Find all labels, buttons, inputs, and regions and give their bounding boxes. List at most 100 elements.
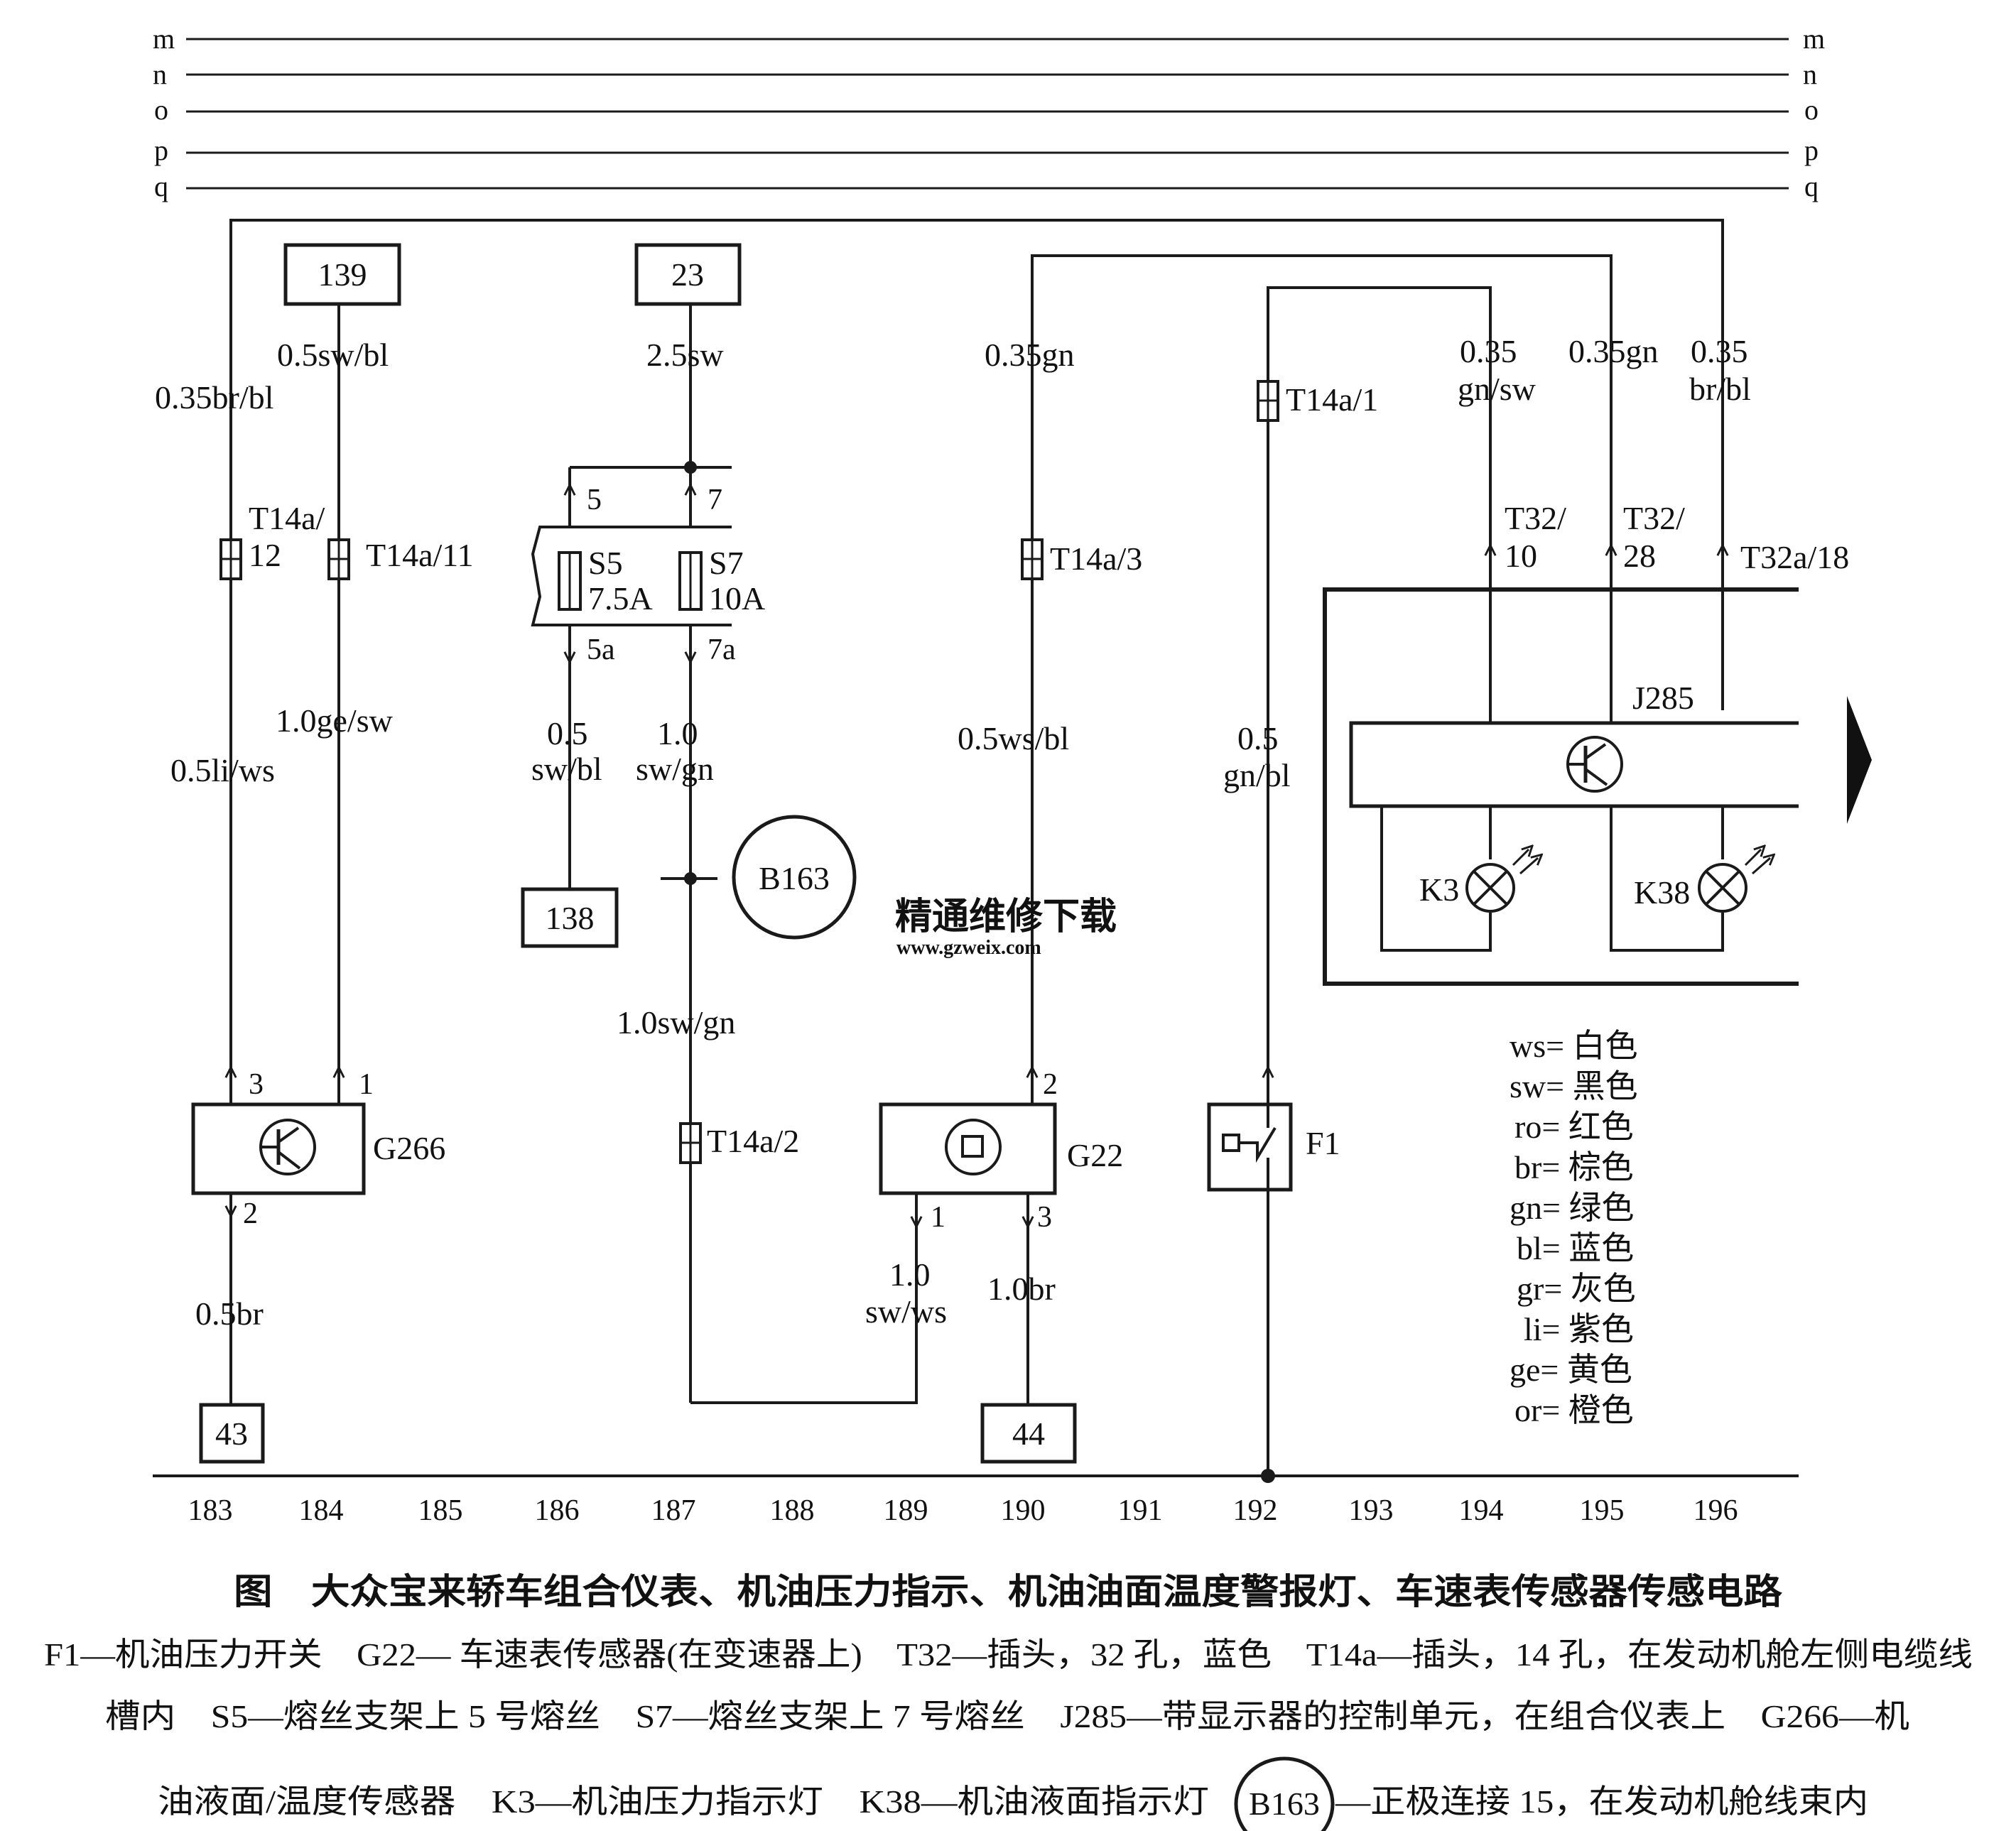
- svg-text:139: 139: [318, 256, 367, 293]
- wire-label: 0.5sw/bl: [277, 337, 389, 373]
- wire-label: 1.0ge/sw: [276, 702, 394, 739]
- svg-text:187: 187: [651, 1494, 696, 1527]
- connector-label: 10: [1505, 538, 1537, 574]
- legend-entry: li= 紫色: [1524, 1311, 1634, 1347]
- svg-text:195: 195: [1580, 1494, 1625, 1527]
- svg-text:183: 183: [188, 1494, 233, 1527]
- b163-caption-circle: [1234, 1756, 1335, 1831]
- svg-text:190: 190: [1001, 1494, 1046, 1527]
- g266-label: G266: [373, 1130, 445, 1166]
- wires: [153, 219, 1799, 1477]
- fuse-pin-5a: 5a: [587, 634, 615, 666]
- switch-icon: [1239, 1126, 1277, 1163]
- pin-label: 3: [1037, 1201, 1052, 1234]
- f1-oil-pressure-switch: F1: [1207, 1102, 1340, 1192]
- wire-label: br/bl: [1689, 371, 1751, 407]
- terminal-43: 43: [199, 1403, 265, 1464]
- fuse-pin-5: 5: [587, 484, 602, 516]
- watermark-url: www.gzweix.com: [896, 937, 1041, 959]
- pin-label: 1: [931, 1201, 945, 1234]
- k38-lamp-icon: [1698, 849, 1770, 913]
- rail-label-m-right: m: [1803, 23, 1825, 55]
- fuse-s5-rating: 7.5A: [588, 580, 653, 616]
- svg-text:191: 191: [1118, 1494, 1163, 1527]
- fuse-pin-7a: 7a: [708, 634, 736, 666]
- legend-entry: gn= 绿色: [1510, 1190, 1634, 1226]
- connector-label: T14a/11: [366, 537, 474, 573]
- caption-b163: B163: [1249, 1786, 1320, 1822]
- connector-label: 28: [1623, 538, 1656, 574]
- fuse-s7-rating: 10A: [709, 580, 765, 616]
- rail-label-n-right: n: [1803, 58, 1817, 90]
- connector-label: T14a/: [249, 500, 325, 536]
- k38-label: K38: [1634, 874, 1690, 911]
- terminal-138: 138: [521, 887, 619, 948]
- wire-label: gn/bl: [1223, 757, 1291, 793]
- wire-label: 0.5: [547, 715, 588, 751]
- wire-label: 1.0sw/gn: [617, 1004, 735, 1041]
- rail-label-m-left: m: [153, 23, 175, 55]
- wire-label: 0.35gn: [1568, 333, 1659, 369]
- wire-label: sw/bl: [531, 751, 602, 787]
- svg-text:194: 194: [1459, 1494, 1504, 1527]
- connector-label: T32/: [1623, 500, 1685, 536]
- ground-junction-dot: [1261, 1469, 1275, 1483]
- caption-line: —正极连接 15，在发动机舱线束内: [1335, 1783, 1868, 1820]
- legend-entry: br= 棕色: [1514, 1149, 1634, 1185]
- caption-line: 槽内 S5—熔丝支架上 5 号熔丝 S7—熔丝支架上 7 号熔丝 J285—带显…: [105, 1698, 1909, 1734]
- wire-label: sw/ws: [865, 1293, 947, 1330]
- pin-label: 1: [359, 1068, 374, 1101]
- terminal-139: 139: [283, 243, 401, 306]
- color-legend: ws= 白色 sw= 黑色 ro= 红色 br= 棕色 gn= 绿色 bl= 蓝…: [1510, 1028, 1638, 1428]
- rail-label-n-left: n: [153, 58, 167, 90]
- svg-text:188: 188: [770, 1494, 815, 1527]
- svg-text:189: 189: [884, 1494, 928, 1527]
- svg-text:23: 23: [671, 256, 704, 293]
- sensor-icon: [945, 1119, 1002, 1175]
- connector-labels: T14a/ 1 2 T14a/11 T14a/3 T14a/1 T14a/2 T3…: [249, 381, 1849, 1159]
- wire-label: 0.35gn: [985, 337, 1075, 373]
- connector-label: T32a/18: [1740, 539, 1849, 575]
- svg-text:185: 185: [418, 1494, 463, 1527]
- connector-label: T14a/3: [1050, 540, 1142, 577]
- g22-speed-sensor: G22 2 1 3: [879, 1068, 1123, 1234]
- fuse-pin-7: 7: [708, 484, 722, 516]
- b163-junction: B163: [732, 815, 857, 940]
- rail-label-o-right: o: [1804, 94, 1819, 126]
- fuse-holder: S5 7.5A S7 10A 5 7 5a 7a: [531, 484, 765, 666]
- wire-labels: 0.35br/bl 0.5sw/bl 2.5sw 0.35gn 0.35 gn/…: [155, 333, 1751, 1332]
- rail-label-q-left: q: [154, 170, 168, 202]
- svg-text:196: 196: [1693, 1494, 1738, 1527]
- wire-label: 0.35: [1691, 333, 1748, 369]
- fuse-s7-label: S7: [709, 545, 744, 581]
- svg-text:184: 184: [299, 1494, 344, 1527]
- wire-label: 0.5: [1237, 720, 1279, 756]
- top-rails: m n o p q m n o p q: [153, 23, 1825, 202]
- connector-label: T14a/2: [707, 1123, 799, 1159]
- k3-label: K3: [1419, 871, 1459, 908]
- figure-caption: 图 大众宝来轿车组合仪表、机油压力指示、机油油面温度警报灯、车速表传感器传感电路…: [44, 1572, 1973, 1831]
- terminal-23: 23: [634, 243, 742, 306]
- wire-label: 1.0: [889, 1256, 931, 1293]
- connector-label: T32/: [1505, 500, 1566, 536]
- pin-label: 2: [243, 1197, 258, 1230]
- fuse-s5-label: S5: [588, 545, 623, 581]
- pin-label: 2: [1043, 1068, 1058, 1101]
- pin-label: 3: [249, 1068, 264, 1101]
- wire-label: 0.5li/ws: [170, 752, 275, 788]
- wire-label: 0.5br: [195, 1295, 264, 1332]
- wire-label: 1.0: [657, 715, 698, 751]
- connector-label: T14a/1: [1286, 381, 1378, 418]
- junction-dot: [684, 461, 697, 474]
- legend-entry: or= 橙色: [1514, 1392, 1634, 1428]
- rail-label-o-left: o: [154, 94, 168, 126]
- column-numbers: 183 184 185 186 187 188 189 190 191 192 …: [188, 1494, 1738, 1527]
- f1-label: F1: [1306, 1125, 1340, 1161]
- junction-dot: [684, 872, 697, 885]
- g22-label: G22: [1067, 1137, 1123, 1173]
- wire-label: 2.5sw: [646, 337, 724, 373]
- legend-entry: ro= 红色: [1514, 1109, 1634, 1145]
- rail-label-p-right: p: [1804, 134, 1819, 166]
- watermark: 精通维修下载: [895, 896, 1117, 938]
